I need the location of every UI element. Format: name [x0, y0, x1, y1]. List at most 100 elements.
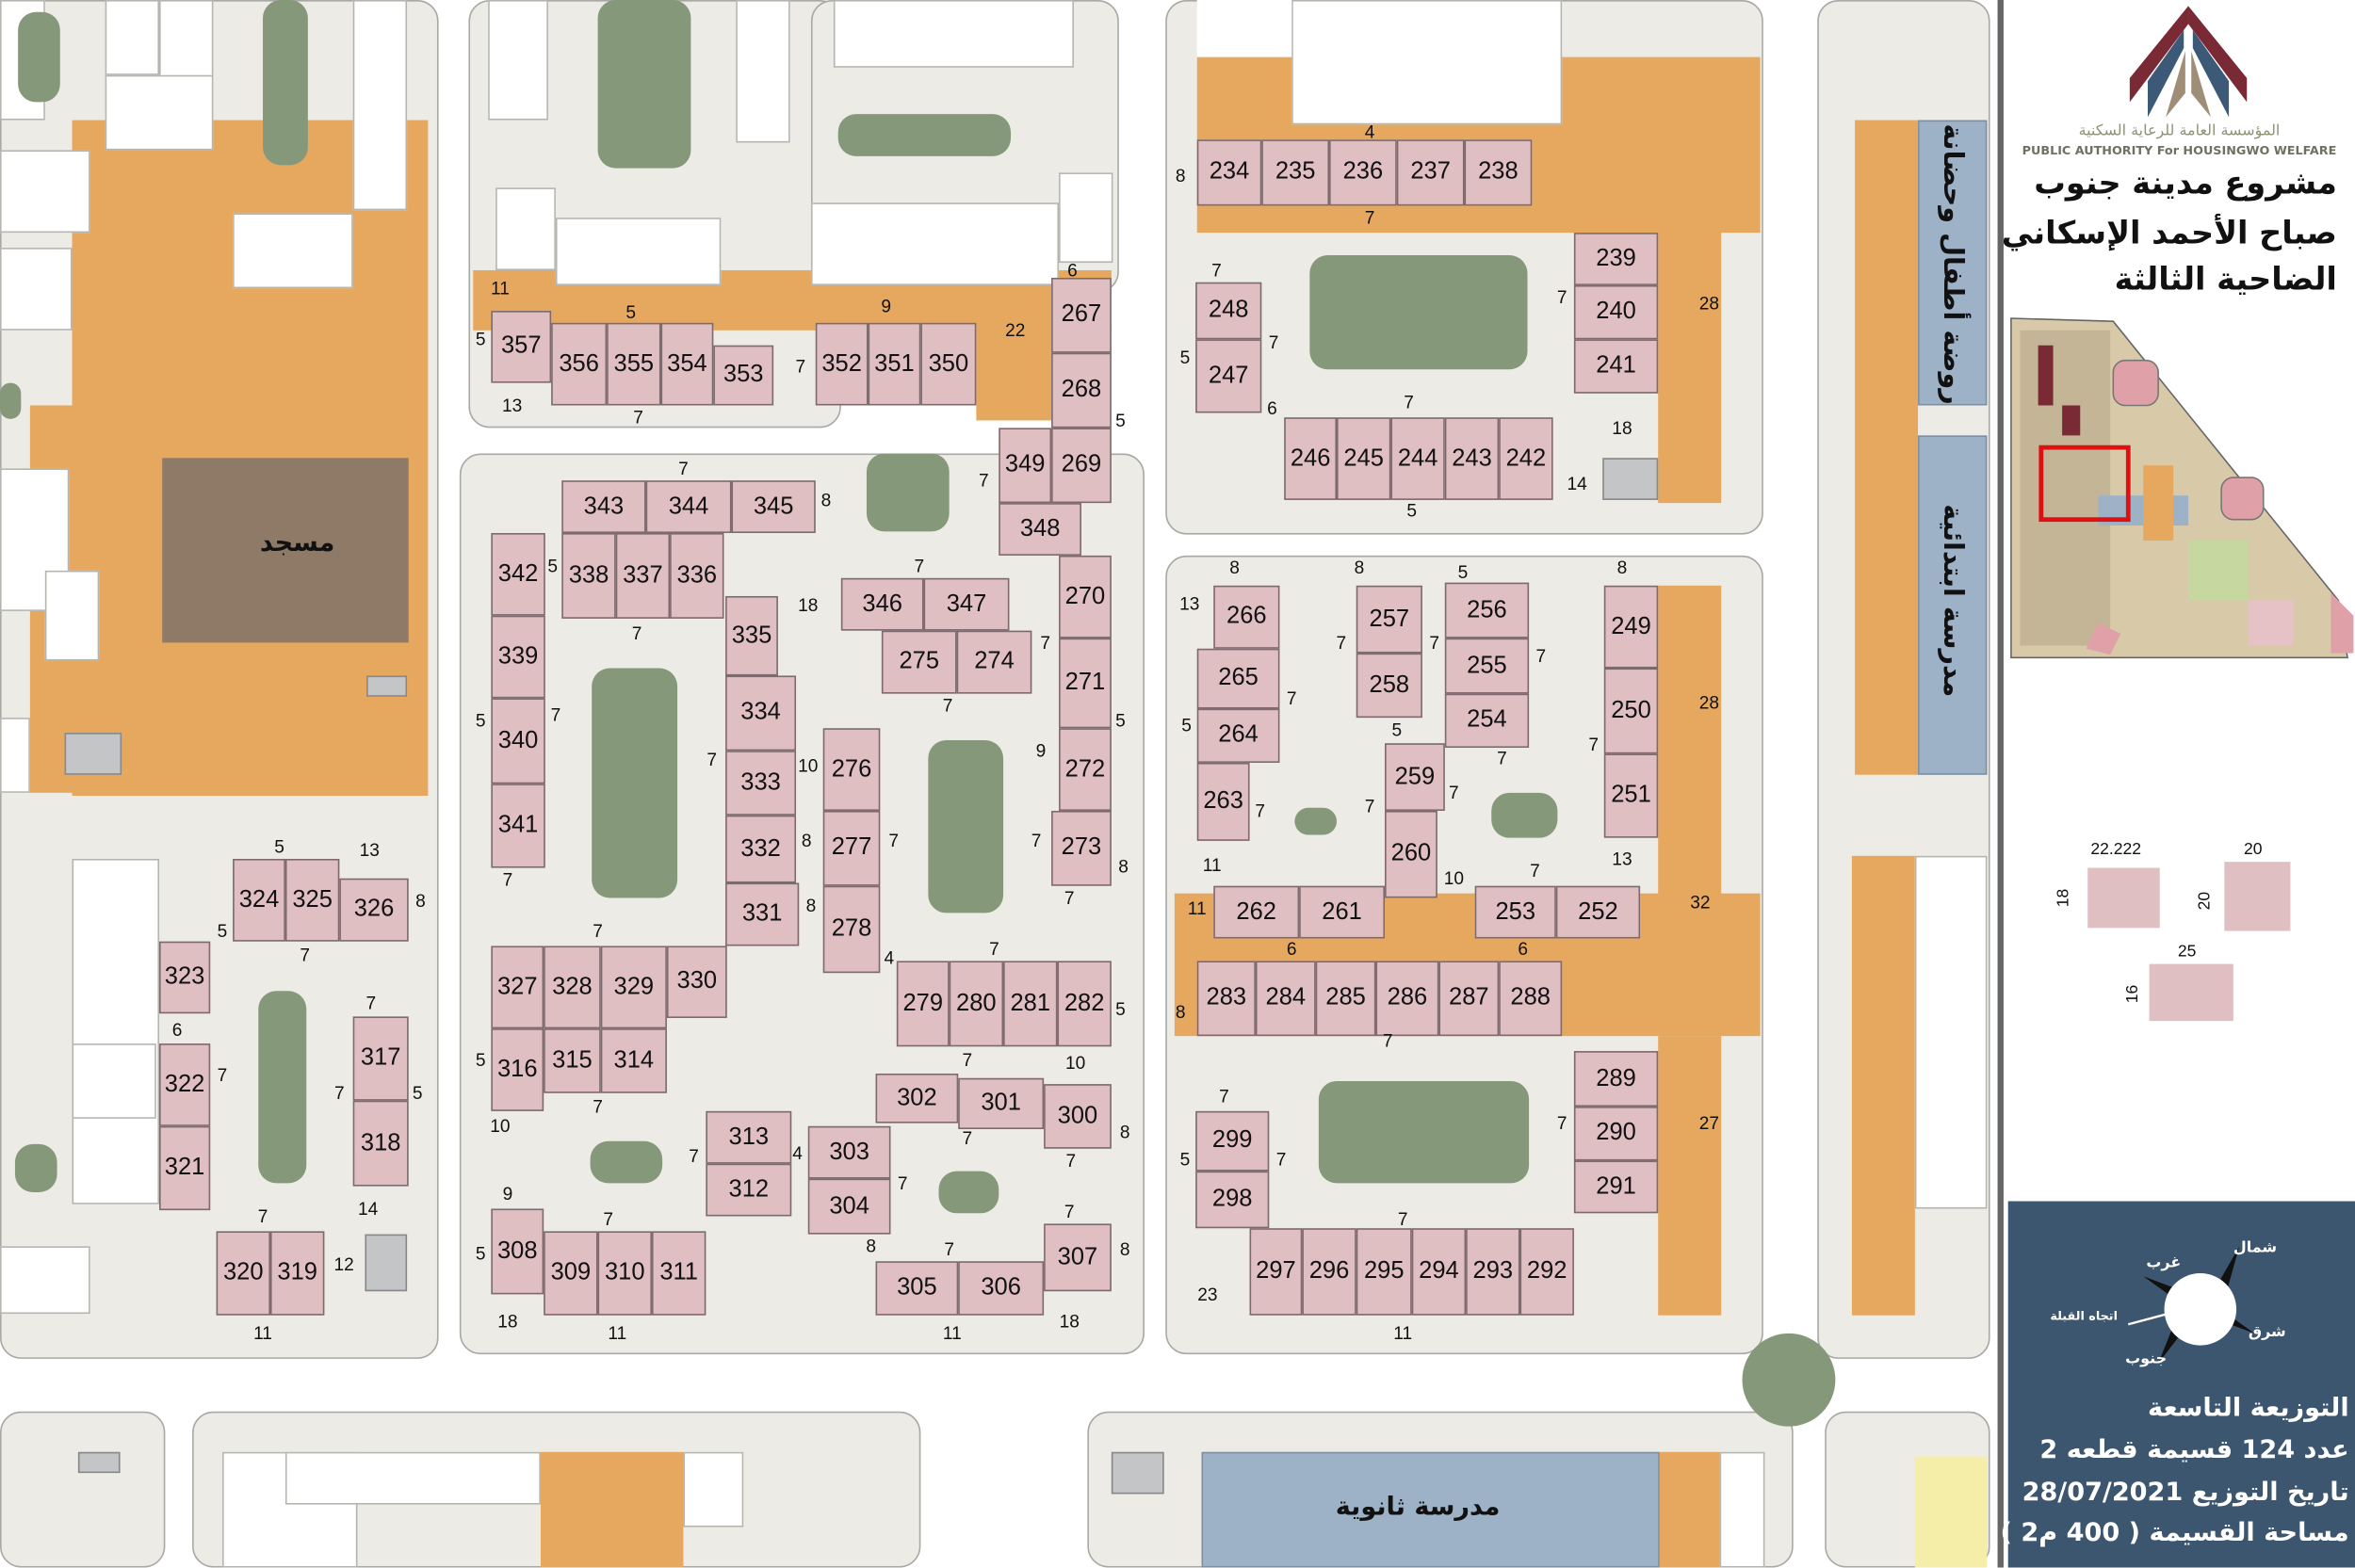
plot-303[interactable]: 303 [807, 1125, 891, 1179]
plot-326[interactable]: 326 [339, 878, 409, 942]
plot-266[interactable]: 266 [1213, 585, 1280, 649]
plot-246[interactable]: 246 [1284, 417, 1338, 500]
plot-342[interactable]: 342 [491, 533, 545, 616]
plot-325[interactable]: 325 [284, 858, 340, 942]
plot-339[interactable]: 339 [491, 615, 545, 699]
plot-268[interactable]: 268 [1051, 352, 1112, 428]
plot-267[interactable]: 267 [1051, 277, 1112, 353]
plot-237[interactable]: 237 [1396, 139, 1465, 206]
plot-343[interactable]: 343 [561, 480, 646, 534]
plot-297[interactable]: 297 [1249, 1228, 1303, 1316]
plot-256[interactable]: 256 [1444, 582, 1530, 639]
plot-285[interactable]: 285 [1315, 961, 1376, 1037]
plot-306[interactable]: 306 [958, 1261, 1045, 1316]
plot-282[interactable]: 282 [1057, 961, 1112, 1047]
plot-272[interactable]: 272 [1059, 728, 1112, 811]
plot-292[interactable]: 292 [1519, 1228, 1574, 1316]
plot-247[interactable]: 247 [1195, 339, 1262, 413]
plot-287[interactable]: 287 [1438, 961, 1500, 1037]
plot-244[interactable]: 244 [1390, 417, 1445, 500]
plot-240[interactable]: 240 [1573, 284, 1659, 340]
plot-312[interactable]: 312 [706, 1163, 792, 1217]
plot-277[interactable]: 277 [822, 810, 881, 886]
plot-348[interactable]: 348 [999, 503, 1081, 556]
plot-278[interactable]: 278 [822, 885, 881, 974]
plot-327[interactable]: 327 [491, 946, 544, 1029]
plot-289[interactable]: 289 [1573, 1051, 1659, 1107]
plot-294[interactable]: 294 [1411, 1228, 1467, 1316]
plot-357[interactable]: 357 [491, 311, 552, 383]
plot-313[interactable]: 313 [706, 1110, 792, 1164]
plot-320[interactable]: 320 [216, 1231, 270, 1316]
plot-329[interactable]: 329 [600, 946, 667, 1029]
plot-324[interactable]: 324 [233, 858, 285, 942]
plot-241[interactable]: 241 [1573, 339, 1659, 394]
plot-293[interactable]: 293 [1466, 1228, 1520, 1316]
plot-352[interactable]: 352 [815, 322, 869, 406]
plot-356[interactable]: 356 [551, 322, 608, 406]
plot-243[interactable]: 243 [1444, 417, 1500, 500]
plot-271[interactable]: 271 [1059, 638, 1112, 729]
plot-238[interactable]: 238 [1464, 139, 1533, 206]
plot-344[interactable]: 344 [645, 480, 732, 534]
plot-300[interactable]: 300 [1044, 1084, 1112, 1149]
plot-273[interactable]: 273 [1051, 810, 1112, 886]
plot-262[interactable]: 262 [1213, 885, 1300, 939]
plot-319[interactable]: 319 [269, 1231, 325, 1316]
plot-257[interactable]: 257 [1356, 585, 1422, 654]
plot-295[interactable]: 295 [1356, 1228, 1412, 1316]
plot-234[interactable]: 234 [1196, 139, 1262, 206]
plot-288[interactable]: 288 [1499, 961, 1563, 1037]
plot-235[interactable]: 235 [1261, 139, 1330, 206]
plot-259[interactable]: 259 [1385, 743, 1445, 811]
plot-269[interactable]: 269 [1051, 428, 1112, 504]
plot-252[interactable]: 252 [1555, 885, 1641, 939]
plot-263[interactable]: 263 [1196, 762, 1250, 841]
plot-314[interactable]: 314 [600, 1028, 667, 1093]
plot-317[interactable]: 317 [352, 1016, 409, 1101]
plot-302[interactable]: 302 [875, 1073, 959, 1123]
plot-346[interactable]: 346 [840, 577, 924, 631]
plot-309[interactable]: 309 [544, 1231, 598, 1316]
plot-341[interactable]: 341 [491, 784, 545, 868]
plot-270[interactable]: 270 [1059, 555, 1112, 639]
plot-260[interactable]: 260 [1385, 810, 1437, 898]
plot-349[interactable]: 349 [999, 428, 1052, 504]
plot-354[interactable]: 354 [660, 322, 714, 406]
plot-333[interactable]: 333 [725, 751, 797, 816]
plot-307[interactable]: 307 [1044, 1223, 1112, 1292]
plot-340[interactable]: 340 [491, 698, 545, 784]
plot-310[interactable]: 310 [597, 1231, 652, 1316]
plot-315[interactable]: 315 [544, 1028, 601, 1093]
plot-286[interactable]: 286 [1375, 961, 1439, 1037]
plot-321[interactable]: 321 [159, 1125, 211, 1211]
plot-242[interactable]: 242 [1499, 417, 1553, 500]
plot-274[interactable]: 274 [956, 630, 1032, 694]
plot-276[interactable]: 276 [822, 728, 881, 811]
plot-301[interactable]: 301 [958, 1077, 1045, 1129]
plot-284[interactable]: 284 [1255, 961, 1316, 1037]
plot-265[interactable]: 265 [1196, 648, 1280, 709]
plot-305[interactable]: 305 [875, 1261, 959, 1316]
plot-279[interactable]: 279 [896, 961, 950, 1047]
plot-290[interactable]: 290 [1573, 1107, 1659, 1161]
plot-258[interactable]: 258 [1356, 653, 1422, 719]
plot-322[interactable]: 322 [159, 1043, 211, 1126]
plot-335[interactable]: 335 [725, 595, 778, 676]
plot-291[interactable]: 291 [1573, 1160, 1659, 1214]
plot-251[interactable]: 251 [1603, 753, 1659, 838]
plot-275[interactable]: 275 [881, 630, 957, 694]
plot-323[interactable]: 323 [159, 941, 211, 1014]
plot-255[interactable]: 255 [1444, 638, 1530, 694]
plot-298[interactable]: 298 [1195, 1171, 1270, 1229]
plot-296[interactable]: 296 [1302, 1228, 1356, 1316]
plot-328[interactable]: 328 [544, 946, 601, 1029]
plot-318[interactable]: 318 [352, 1100, 409, 1187]
plot-351[interactable]: 351 [868, 322, 921, 406]
plot-280[interactable]: 280 [949, 961, 1004, 1047]
plot-337[interactable]: 337 [615, 533, 671, 619]
plot-250[interactable]: 250 [1603, 668, 1659, 754]
plot-304[interactable]: 304 [807, 1178, 891, 1235]
plot-311[interactable]: 311 [651, 1231, 706, 1316]
plot-316[interactable]: 316 [491, 1028, 544, 1111]
